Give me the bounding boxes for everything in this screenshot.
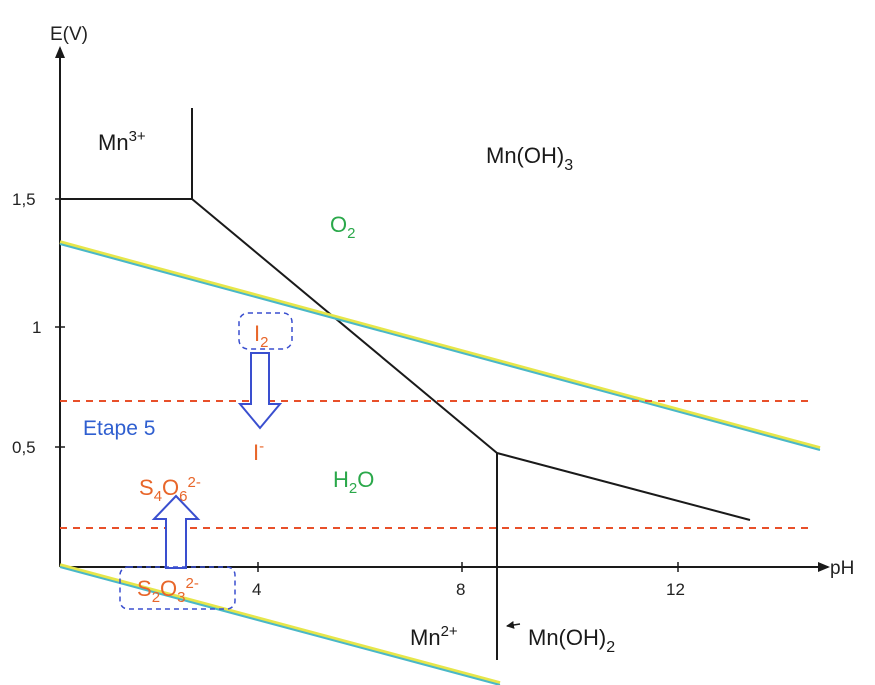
- s4o6-label: S4O62-: [139, 474, 201, 505]
- y-tick-label: 1: [32, 318, 41, 337]
- mn3-label: Mn3+: [98, 128, 146, 155]
- o2-label: O2: [330, 212, 355, 242]
- reduction-arrow-down: [237, 352, 283, 430]
- oxidation-arrow-up: [151, 494, 201, 569]
- iminus-label: I-: [253, 438, 264, 465]
- mnoh3-label: Mn(OH)3: [486, 143, 573, 174]
- x-axis-label: pH: [830, 558, 854, 579]
- mn2-label: Mn2+: [410, 623, 458, 650]
- mnoh3-mnoh2-boundary: [496, 452, 751, 521]
- x-tick-label: 12: [666, 580, 685, 599]
- water-upper-line: [59, 243, 821, 451]
- x-tick-label: 4: [252, 580, 261, 599]
- water-lower-line-glow: [59, 563, 501, 685]
- step-label: Etape 5: [83, 417, 155, 440]
- mnoh2-label: Mn(OH)2: [528, 625, 615, 656]
- water-lower-line: [59, 566, 501, 685]
- water-upper-line-glow: [59, 240, 821, 450]
- s2o3-label: S2O32-: [137, 575, 199, 606]
- x-tick-label: 8: [456, 580, 465, 599]
- y-tick-label: 1,5: [12, 190, 36, 209]
- mn2-mnoh2-pointer: [506, 620, 521, 629]
- s2o3-dashed-box: [119, 566, 236, 610]
- mnoh3-mn2-boundary: [191, 198, 498, 454]
- y-axis-label: E(V): [50, 24, 88, 45]
- i2-dashed-box: [238, 312, 293, 350]
- y-tick-label: 0,5: [12, 438, 36, 457]
- i2-label: I2: [254, 321, 268, 351]
- h2o-label: H2O: [333, 467, 374, 497]
